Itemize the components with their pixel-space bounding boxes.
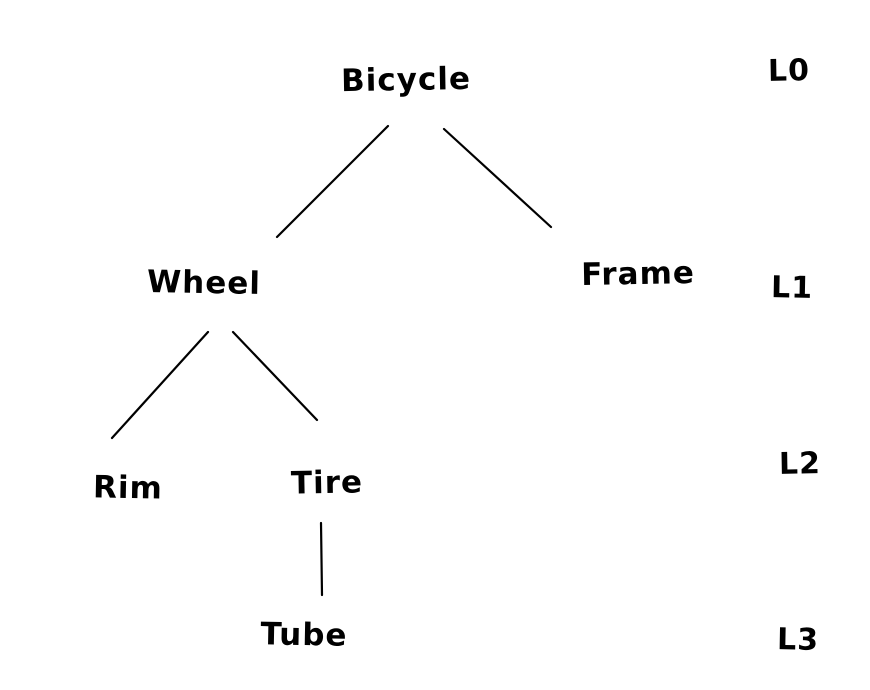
edge-wheel-tire	[231, 330, 319, 422]
node-wheel: Wheel	[146, 264, 262, 302]
edge-wheel-rim	[110, 330, 210, 440]
level-label-l3: L3	[776, 622, 820, 658]
level-label-l2: L2	[778, 446, 822, 482]
edge-bicycle-wheel	[275, 124, 390, 239]
node-bicycle: Bicycle	[340, 60, 472, 100]
node-tube: Tube	[260, 616, 348, 654]
level-label-l1: L1	[770, 270, 814, 306]
level-label-l0: L0	[767, 53, 811, 89]
node-rim: Rim	[92, 469, 164, 507]
node-tire: Tire	[290, 464, 364, 502]
node-frame: Frame	[580, 255, 696, 293]
edge-tire-tube	[319, 521, 324, 597]
edge-bicycle-frame	[442, 127, 553, 229]
